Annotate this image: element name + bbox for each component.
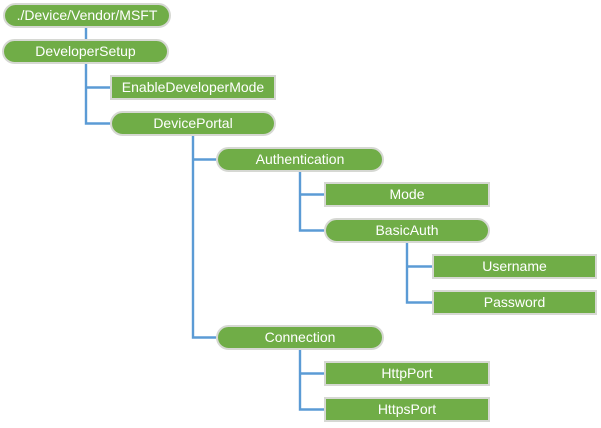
node-https-port: HttpsPort	[324, 397, 490, 422]
connector-basicauth-children	[405, 242, 432, 304]
node-mode: Mode	[324, 182, 490, 207]
node-username: Username	[432, 254, 597, 279]
connector-connection-children	[298, 349, 324, 411]
node-authentication: Authentication	[216, 147, 384, 172]
node-connection: Connection	[216, 325, 384, 350]
connector-deviceportal-children	[191, 135, 216, 339]
node-device-portal: DevicePortal	[110, 111, 276, 136]
node-password: Password	[432, 290, 597, 315]
node-basic-auth: BasicAuth	[324, 218, 490, 243]
node-root: ./Device/Vendor/MSFT	[3, 3, 171, 28]
connector-developersetup-children	[84, 63, 110, 125]
node-http-port: HttpPort	[324, 361, 490, 386]
node-developer-setup: DeveloperSetup	[2, 39, 169, 64]
node-enable-developer-mode: EnableDeveloperMode	[110, 75, 276, 100]
connector-authentication-children	[298, 171, 324, 232]
